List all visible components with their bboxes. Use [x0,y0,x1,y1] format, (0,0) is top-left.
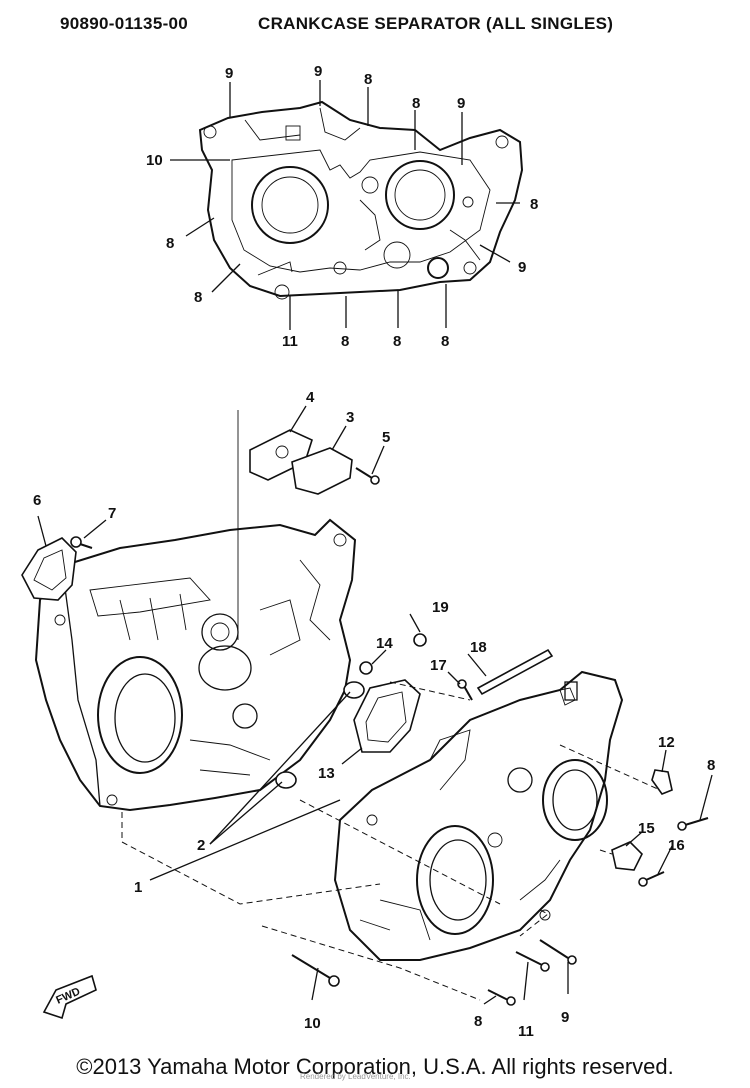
part-7-screw [70,536,93,549]
callout-top-8c: 8 [530,196,538,213]
callout-19: 19 [432,599,449,616]
callout-16: 16 [668,837,685,854]
part-15-plate [611,841,643,871]
callout-top-9a: 9 [225,65,233,82]
callout-3: 3 [346,409,354,426]
exploded-leader-lines [37,405,713,1005]
part-8-bolt-right [677,817,709,831]
callout-5: 5 [382,429,390,446]
part-14-dowel [359,661,373,675]
part-9-bolt-bottom [539,939,577,965]
callout-top-8d: 8 [166,235,174,252]
callout-8-bottom: 8 [474,1013,482,1030]
right-crankcase-half [333,670,624,961]
part-11-bolt-bottom [515,951,550,972]
part-number: 90890-01135-00 [60,14,189,33]
callout-12: 12 [658,734,675,751]
part-19-nut [413,633,427,647]
forward-arrow-icon: FWD [42,974,97,1020]
part-2-dowel-lower [275,771,297,789]
callout-10-bottom: 10 [304,1015,321,1032]
callout-9-bottom: 9 [561,1009,569,1026]
render-watermark: Rendered by LeadVenture, Inc. [300,1072,411,1081]
callout-17: 17 [430,657,447,674]
left-crankcase-half [34,518,357,812]
callout-top-8a: 8 [364,71,372,88]
part-17-pin [457,679,473,701]
diagram-title: CRANKCASE SEPARATOR (ALL SINGLES) [258,14,614,33]
part-18-shaft [476,648,554,696]
part-3-cover [291,447,353,495]
top-leader-lines [170,80,520,330]
callout-6: 6 [33,492,41,509]
part-8-bolt-bottom [487,989,516,1006]
callout-13: 13 [318,765,335,782]
callout-top-9d: 9 [518,259,526,276]
copyright-notice: ©2013 Yamaha Motor Corporation, U.S.A. A… [76,1054,674,1079]
part-10-bolt [291,954,340,987]
part-5-bolt [355,467,380,485]
callout-18: 18 [470,639,487,656]
callout-top-8e: 8 [194,289,202,306]
top-crankcase-outline [198,100,524,300]
callout-top-11: 11 [282,333,298,350]
exploded-diagram: FWD 9 9 8 8 9 10 8 8 8 9 11 8 8 8 4 3 5 … [21,63,715,1040]
part-16-bolt [638,871,665,887]
callout-2: 2 [197,837,205,854]
part-6-gasket [21,537,77,601]
callout-11-bottom: 11 [518,1023,534,1040]
callout-4: 4 [306,389,315,406]
part-13-gasket [353,679,421,753]
callout-top-8f: 8 [341,333,349,350]
callout-14: 14 [376,635,393,652]
callout-top-8g: 8 [393,333,401,350]
callout-top-10: 10 [146,152,163,169]
callout-1: 1 [134,879,142,896]
callout-15: 15 [638,820,655,837]
callout-top-8b: 8 [412,95,420,112]
callout-8-right: 8 [707,757,715,774]
callout-top-9b: 9 [314,63,322,80]
callout-top-8h: 8 [441,333,449,350]
callout-7: 7 [108,505,116,522]
callout-top-9c: 9 [457,95,465,112]
part-12-bracket [651,769,673,795]
